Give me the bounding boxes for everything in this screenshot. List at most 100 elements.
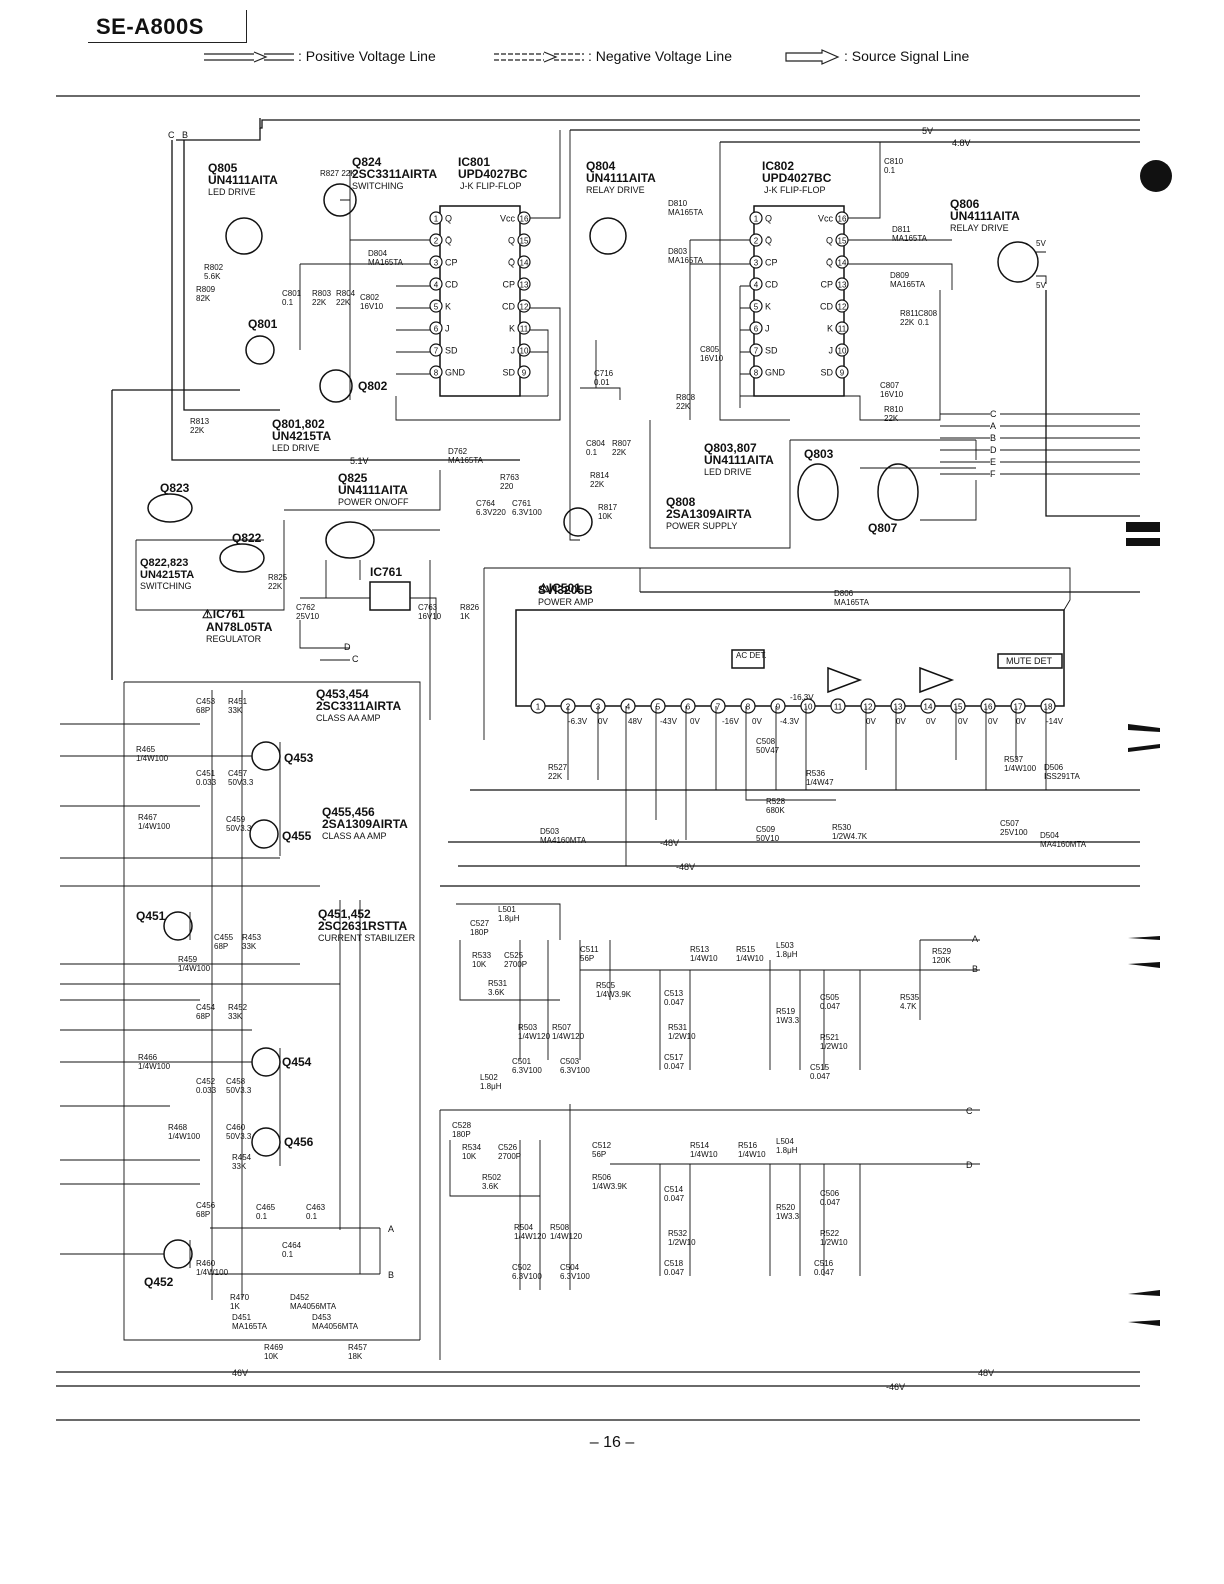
ic501-pin-5 <box>650 698 666 714</box>
ic802-func: J-K FLIP-FLOP <box>764 185 826 195</box>
ic801-pin-number: 7 <box>434 347 439 356</box>
ic802-pin-number: 11 <box>838 325 847 334</box>
ic802-pin-number: 7 <box>754 347 759 356</box>
ic801-pin-label: Q <box>508 236 515 246</box>
ic802-pin-15 <box>835 233 849 247</box>
ic802-pin-label: CD <box>820 302 833 312</box>
ic801-pin-number: 16 <box>520 215 529 224</box>
ic801-pin-12 <box>517 299 531 313</box>
ic801-pin-label: SD <box>502 368 515 378</box>
ic802-pin-label: K <box>827 324 833 334</box>
ic801-pin-7 <box>429 343 443 357</box>
ic501-pin-10 <box>800 698 816 714</box>
ic801-pin-label: Q̄ <box>508 258 515 268</box>
ic802-pin-number: 14 <box>838 259 847 268</box>
ic801-pin-number: 8 <box>434 369 439 378</box>
svg-text:Q823: Q823 <box>160 481 190 495</box>
ic802-pin-number: 2 <box>754 237 759 246</box>
ic501-pin-number: 6 <box>686 703 691 712</box>
ic802-pin-number: 13 <box>838 281 847 290</box>
ic801-pin-label: CP <box>445 258 458 268</box>
ic801-pin-15 <box>517 233 531 247</box>
model-title: SE-A800S <box>96 14 204 39</box>
ic501-pin-number: 4 <box>626 703 631 712</box>
bus-5v-label: 5V <box>922 126 933 136</box>
q806-func: RELAY DRIVE <box>950 223 1009 233</box>
ic501-pin-18 <box>1040 698 1056 714</box>
q451-452-part: 2SC2631RSTTA <box>318 919 407 933</box>
q805-func: LED DRIVE <box>208 187 256 197</box>
q801-transistor: Q801 <box>245 317 278 365</box>
q801-802-ref: Q801,802 <box>272 417 325 431</box>
q825-part: UN4111AITA <box>338 483 408 497</box>
ic501-pin-15 <box>950 698 966 714</box>
ic501-part: SVI3205B <box>538 583 593 597</box>
ic761-func: REGULATOR <box>206 634 262 644</box>
legend-source-signal: : Source Signal Line <box>784 48 970 66</box>
svg-text:B: B <box>388 1270 394 1280</box>
ic801-pin-number: 9 <box>522 369 527 378</box>
q453-454-part: 2SC3311AIRTA <box>316 699 401 713</box>
page-number: – 16 – <box>589 1434 635 1451</box>
ic802-pin-number: 6 <box>754 325 759 334</box>
ic501-pin-14 <box>920 698 936 714</box>
page-header: SE-A800S : Positive Voltage Line : Negat… <box>0 0 1224 80</box>
svg-text:Q801: Q801 <box>248 317 278 331</box>
ic802-pin-12 <box>835 299 849 313</box>
ic802-pin-16 <box>835 211 849 225</box>
q824-part: 2SC3311AIRTA <box>352 167 437 181</box>
ic802-pin-number: 9 <box>840 369 845 378</box>
ic501-pin-number: 17 <box>1014 703 1023 712</box>
q455-456-ref: Q455,456 <box>322 805 375 819</box>
q804-transistor: Q804 UN4111AITA RELAY DRIVE <box>586 159 656 255</box>
q822-823-func: SWITCHING <box>140 581 192 591</box>
model-title-box: SE-A800S <box>88 10 247 43</box>
ic501-voltage: -14V <box>1046 717 1064 726</box>
ic501-voltage: 0V <box>598 717 608 726</box>
ic501-voltage: -16V <box>722 717 740 726</box>
svg-text:A: A <box>972 934 978 944</box>
ic802-pin-1 <box>749 211 763 225</box>
bus-neg48-label-2: -48V <box>676 862 695 872</box>
q825-func: POWER ON/OFF <box>338 497 409 507</box>
q801-802-func: LED DRIVE <box>272 443 320 453</box>
legend-source-label: : Source Signal Line <box>844 48 970 64</box>
q808-part: 2SA1309AIRTA <box>666 507 752 521</box>
ic801-func: J-K FLIP-FLOP <box>460 181 522 191</box>
ic501-pin-number: 12 <box>864 703 873 712</box>
ic801-pin-number: 12 <box>520 303 529 312</box>
ic501-pin-12 <box>860 698 876 714</box>
ic801-pin-10 <box>517 343 531 357</box>
